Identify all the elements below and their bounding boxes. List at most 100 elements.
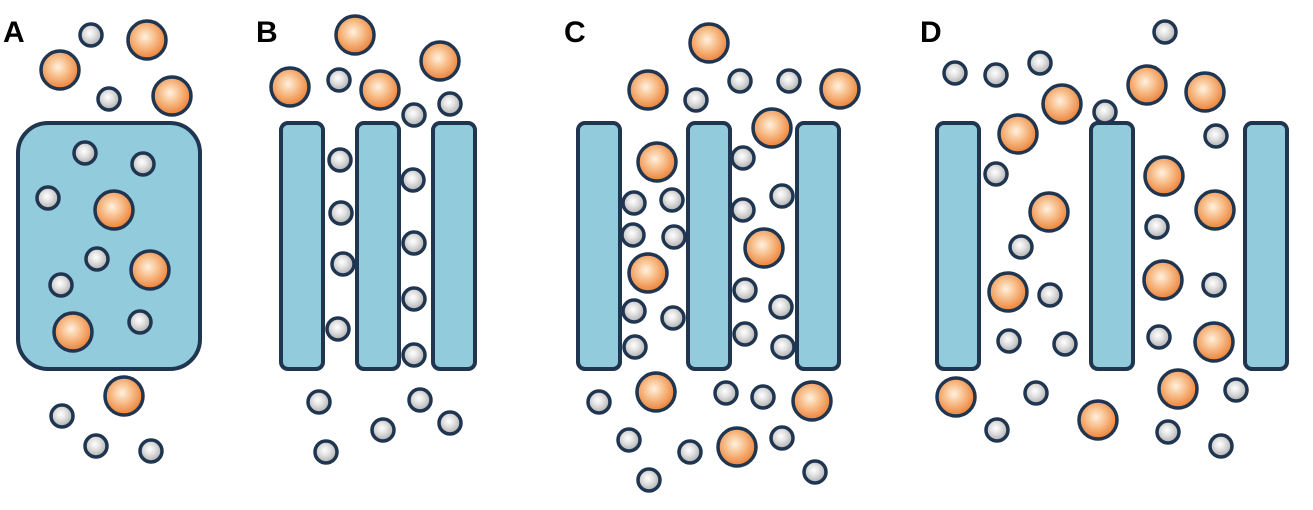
small-particle — [661, 224, 687, 250]
small-particle — [401, 342, 427, 368]
small-particle — [996, 328, 1022, 354]
small-particle — [84, 246, 110, 272]
small-particle — [621, 298, 647, 324]
small-particle — [683, 87, 709, 113]
large-particle — [39, 49, 81, 91]
small-particle — [1023, 380, 1049, 406]
large-particle — [819, 68, 861, 110]
large-particle — [935, 376, 977, 418]
small-particle — [769, 425, 795, 451]
large-particle — [1157, 368, 1199, 410]
membrane-bar — [576, 121, 622, 371]
membrane-bar — [431, 121, 477, 371]
membrane-block — [16, 121, 202, 371]
membrane-bar — [686, 121, 732, 371]
large-particle — [269, 66, 311, 108]
large-particle — [636, 141, 678, 183]
small-particle — [83, 433, 109, 459]
panel-label-a: A — [3, 16, 25, 49]
small-particle — [72, 140, 98, 166]
small-particle — [400, 167, 426, 193]
small-particle — [942, 60, 968, 86]
small-particle — [35, 185, 61, 211]
panel-label-c: C — [564, 16, 586, 49]
small-particle — [730, 197, 756, 223]
small-particle — [306, 389, 332, 415]
small-particle — [1037, 282, 1063, 308]
small-particle — [636, 467, 662, 493]
small-particle — [732, 321, 758, 347]
large-particle — [1028, 191, 1070, 233]
small-particle — [49, 403, 75, 429]
small-particle — [325, 316, 351, 342]
large-particle — [627, 252, 669, 294]
small-particle — [401, 230, 427, 256]
membrane-bar — [279, 121, 325, 371]
small-particle — [370, 417, 396, 443]
membrane-bar — [935, 121, 981, 371]
large-particle — [716, 426, 758, 468]
small-particle — [401, 102, 427, 128]
small-particle — [138, 438, 164, 464]
small-particle — [328, 200, 354, 226]
small-particle — [984, 417, 1010, 443]
large-particle — [93, 189, 135, 231]
small-particle — [802, 459, 828, 485]
small-particle — [78, 22, 104, 48]
panel-label-d: D — [920, 16, 942, 49]
small-particle — [326, 67, 352, 93]
panel-c: C — [564, 16, 861, 493]
small-particle — [407, 387, 433, 413]
small-particle — [1146, 324, 1172, 350]
small-particle — [620, 222, 646, 248]
small-particle — [750, 384, 776, 410]
small-particle — [768, 294, 794, 320]
small-particle — [1201, 272, 1227, 298]
membrane-bar — [1089, 121, 1135, 371]
small-particle — [48, 272, 74, 298]
small-particle — [983, 161, 1009, 187]
small-particle — [327, 147, 353, 173]
large-particle — [635, 371, 677, 413]
small-particle — [96, 86, 122, 112]
large-particle — [1126, 64, 1168, 106]
large-particle — [1142, 259, 1184, 301]
large-particle — [151, 75, 193, 117]
small-particle — [769, 183, 795, 209]
particles-panel-c — [586, 22, 861, 493]
small-particle — [401, 286, 427, 312]
small-particle — [1155, 419, 1181, 445]
small-particle — [732, 277, 758, 303]
membrane-bar — [355, 121, 401, 371]
small-particle — [330, 251, 356, 277]
small-particle — [437, 91, 463, 117]
panel-d: D — [920, 16, 1289, 459]
small-particle — [130, 151, 156, 177]
small-particle — [1203, 123, 1229, 149]
large-particle — [1193, 321, 1235, 363]
large-particle — [791, 380, 833, 422]
large-particle — [126, 19, 168, 61]
panel-b: B — [256, 14, 477, 465]
particles-panel-d — [935, 19, 1249, 459]
small-particle — [1052, 331, 1078, 357]
small-particle — [1008, 234, 1034, 260]
large-particle — [1077, 399, 1119, 441]
small-particle — [437, 410, 463, 436]
small-particle — [677, 439, 703, 465]
small-particle — [983, 62, 1009, 88]
membrane-bar — [1243, 121, 1289, 371]
small-particle — [713, 380, 739, 406]
small-particle — [1027, 50, 1053, 76]
membrane-bar — [795, 121, 841, 371]
large-particle — [1041, 83, 1083, 125]
large-particle — [359, 69, 401, 111]
small-particle — [127, 309, 153, 335]
large-particle — [751, 107, 793, 149]
small-particle — [1152, 19, 1178, 45]
small-particle — [622, 334, 648, 360]
small-particle — [727, 68, 753, 94]
panel-label-b: B — [256, 16, 278, 49]
large-particle — [52, 311, 94, 353]
